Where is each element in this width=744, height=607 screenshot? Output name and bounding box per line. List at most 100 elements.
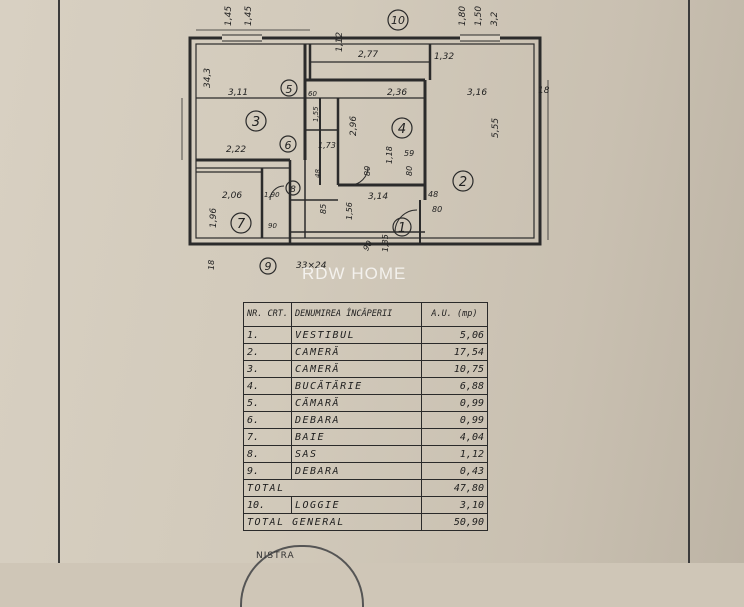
dim-label: 1,90: [264, 191, 280, 199]
row-room-name: BAIE: [290, 428, 422, 446]
table-row: 7. BAIE 4,04: [243, 428, 489, 446]
row-area: 4,04: [420, 428, 489, 446]
dim-label: 90: [268, 222, 277, 230]
dim-label: 2,77: [358, 50, 378, 60]
dim-label: 1,32: [434, 52, 454, 62]
room-number-6: 6: [285, 139, 292, 152]
grand-total-label: TOTAL GENERAL: [243, 513, 422, 531]
dim-label: 1,35: [381, 234, 390, 252]
grand-total-value: 50,90: [420, 513, 489, 531]
row-room-name: BUCĂTĂRIE: [290, 377, 422, 395]
row-nr: 6.: [243, 411, 292, 429]
row-area: 6,88: [420, 377, 489, 395]
row-nr: 8.: [243, 445, 292, 463]
room-number-3: 3: [252, 115, 260, 130]
dim-label: 1,56: [345, 202, 354, 220]
row-nr: 3.: [243, 360, 292, 378]
row-area: 0,99: [420, 394, 489, 412]
floor-plan: 1 2 3 4 5 6 7 8 9 10 1,45 1,45 1,80 1,50…: [181, 6, 550, 275]
table-row: 9. DEBARA 0,43: [243, 462, 489, 480]
dim-label: 2,96: [349, 116, 359, 136]
dim-label: 1,73: [318, 141, 336, 150]
room-number-2: 2: [459, 175, 467, 190]
row-room-name: CAMERĂ: [290, 343, 422, 361]
dim-label: 1,18: [385, 146, 394, 164]
dim-label: 1,45: [244, 6, 254, 26]
row-area: 10,75: [420, 360, 489, 378]
watermark: RDW HOME: [302, 264, 407, 283]
table-row: 1. VESTIBUL 5,06: [243, 326, 489, 344]
room-area-table: NR. CRT. DENUMIREA ÎNCĂPERII A.U. (mp) 1…: [243, 302, 489, 531]
dim-label: 48: [314, 169, 322, 178]
left-margin-line: [58, 0, 60, 563]
dim-label: 33×24: [296, 261, 327, 271]
row-area: 17,54: [420, 343, 489, 361]
room-number-7: 7: [237, 217, 246, 232]
row-room-name: CAMERĂ: [290, 360, 422, 378]
table-row: 6. DEBARA 0,99: [243, 411, 489, 429]
dim-label: 18: [538, 86, 550, 96]
dim-label: 3,11: [228, 88, 248, 98]
row-nr: 10.: [243, 496, 292, 514]
total-label: TOTAL: [243, 479, 422, 497]
dim-label: 1,50: [474, 6, 484, 26]
row-nr: 4.: [243, 377, 292, 395]
total-row: TOTAL 47,80: [243, 479, 489, 497]
right-margin-line: [688, 0, 690, 563]
table-header-row: NR. CRT. DENUMIREA ÎNCĂPERII A.U. (mp): [243, 302, 489, 327]
row-nr: 7.: [243, 428, 292, 446]
dim-label: 80: [432, 205, 442, 214]
room-number-1: 1: [398, 221, 406, 236]
table-row: 8. SAS 1,12: [243, 445, 489, 463]
row-room-name: CĂMARĂ: [290, 394, 422, 412]
row-nr: 9.: [243, 462, 292, 480]
dim-label: 1,12: [335, 32, 345, 52]
dim-label: 34,3: [203, 68, 213, 88]
header-area: A.U. (mp): [420, 302, 489, 327]
row-room-name: LOGGIE: [290, 496, 422, 514]
dim-label: 18: [207, 260, 216, 270]
dim-label: 60: [308, 90, 317, 98]
row-nr: 2.: [243, 343, 292, 361]
row-area: 0,43: [420, 462, 489, 480]
row-room-name: SAS: [290, 445, 422, 463]
dim-label: 1,96: [209, 208, 219, 228]
dim-label: 90: [361, 239, 374, 252]
room-number-4: 4: [398, 122, 406, 137]
dim-label: 1,45: [224, 6, 234, 26]
dim-label: 1,55: [312, 106, 320, 122]
row-nr: 5.: [243, 394, 292, 412]
dim-label: 2,36: [387, 88, 407, 98]
room-number-5: 5: [286, 83, 293, 96]
dim-label: 2,22: [226, 145, 246, 155]
dim-label: 1,80: [458, 6, 468, 26]
stamp-text: NISTRA: [256, 551, 295, 561]
row-area: 5,06: [420, 326, 489, 344]
table-row: 5. CĂMARĂ 0,99: [243, 394, 489, 412]
dim-label: 2,06: [222, 191, 242, 201]
row-area: 0,99: [420, 411, 489, 429]
dim-label: 5,55: [491, 118, 501, 138]
row-area: 3,10: [420, 496, 489, 514]
dim-label: 48: [428, 190, 438, 199]
row-room-name: DEBARA: [290, 411, 422, 429]
row-room-name: VESTIBUL: [290, 326, 422, 344]
header-room-name: DENUMIREA ÎNCĂPERII: [290, 302, 422, 327]
dim-label: 59: [404, 149, 414, 158]
loggia-row: 10. LOGGIE 3,10: [243, 496, 489, 514]
dim-label: 3,16: [467, 88, 487, 98]
row-room-name: DEBARA: [290, 462, 422, 480]
room-number-8: 8: [290, 185, 296, 195]
room-number-10: 10: [391, 14, 405, 27]
dim-label: 85: [319, 204, 328, 214]
room-number-9: 9: [265, 260, 272, 273]
dim-label: 3,2: [490, 11, 500, 26]
header-nr: NR. CRT.: [243, 302, 292, 327]
row-nr: 1.: [243, 326, 292, 344]
grand-total-row: TOTAL GENERAL 50,90: [243, 513, 489, 531]
row-area: 1,12: [420, 445, 489, 463]
table-row: 3. CAMERĂ 10,75: [243, 360, 489, 378]
total-value: 47,80: [420, 479, 489, 497]
dim-label: 80: [363, 166, 372, 176]
table-row: 4. BUCĂTĂRIE 6,88: [243, 377, 489, 395]
